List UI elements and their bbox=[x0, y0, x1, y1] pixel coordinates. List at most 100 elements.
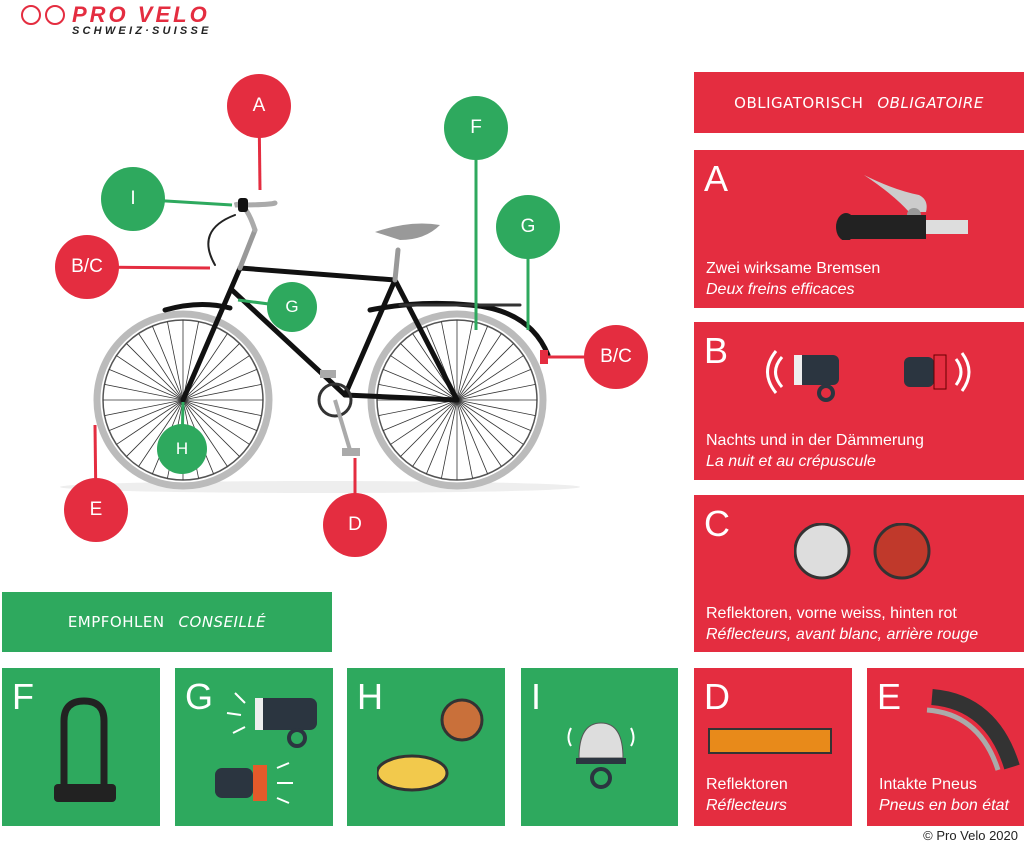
card-letter: E bbox=[877, 676, 902, 717]
card-g-lights: G bbox=[175, 668, 333, 826]
copyright: © Pro Velo 2020 bbox=[923, 828, 1018, 843]
caption-fr: La nuit et au crépuscule bbox=[706, 453, 876, 470]
card-letter: F bbox=[12, 676, 34, 717]
spoke bbox=[456, 399, 514, 457]
card-h-reflectors: H bbox=[347, 668, 505, 826]
spoke bbox=[182, 369, 258, 401]
spoke bbox=[456, 399, 536, 416]
spoke bbox=[104, 399, 184, 416]
marker-e: E bbox=[64, 478, 128, 542]
marker-d: D bbox=[323, 493, 387, 557]
recommended-header: EMPFOHLEN CONSEILLÉ bbox=[2, 592, 332, 652]
marker-f: F bbox=[444, 96, 508, 160]
logo-name: PRO VELO bbox=[72, 2, 210, 27]
spoke bbox=[441, 399, 458, 479]
card-f-lock: F bbox=[2, 668, 160, 826]
spoke bbox=[456, 325, 488, 401]
spoke bbox=[108, 369, 184, 401]
caption-de: Nachts und in der Dämmerung bbox=[706, 432, 924, 449]
caption-de: Zwei wirksame Bremsen bbox=[706, 260, 881, 277]
spoke bbox=[138, 399, 184, 467]
spoke bbox=[456, 321, 473, 401]
mandatory-header-de: OBLIGATORISCH bbox=[734, 93, 864, 112]
spoke bbox=[456, 355, 524, 401]
spoke bbox=[182, 343, 240, 401]
spoke bbox=[456, 333, 502, 401]
card-letter: H bbox=[357, 676, 383, 717]
spoke bbox=[456, 384, 536, 401]
spoke bbox=[167, 321, 184, 401]
logo-sub: SCHWEIZ·SUISSE bbox=[72, 25, 212, 37]
card-i-bell: I bbox=[521, 668, 678, 826]
marker-h: H bbox=[157, 424, 207, 474]
spoke bbox=[182, 399, 228, 467]
pedal-reflector-icon bbox=[708, 728, 832, 754]
caption-de: Intakte Pneus bbox=[879, 776, 977, 793]
marker-bc2: B/C bbox=[584, 325, 648, 389]
bike-lights-icon bbox=[766, 350, 971, 402]
spoke bbox=[126, 343, 184, 401]
marker-a: A bbox=[227, 74, 291, 138]
bell-icon bbox=[567, 722, 635, 789]
spoke bbox=[182, 399, 250, 445]
card-letter: B bbox=[704, 330, 729, 371]
brake-lever-icon bbox=[836, 175, 968, 240]
spoke bbox=[116, 355, 184, 401]
mandatory-header-fr: OBLIGATOIRE bbox=[877, 93, 984, 112]
reflectors-icon bbox=[794, 523, 931, 580]
recommended-header-de: EMPFOHLEN bbox=[67, 613, 165, 631]
spoke bbox=[138, 333, 184, 401]
spoke bbox=[456, 399, 524, 445]
marker-bc1: B/C bbox=[55, 235, 119, 299]
recommended-header-fr: CONSEILLÉ bbox=[178, 613, 267, 631]
caption-de: Reflektoren, vorne weiss, hinten rot bbox=[706, 605, 957, 622]
spoke bbox=[152, 325, 184, 401]
spoke bbox=[182, 399, 240, 457]
card-b-lights: B Nachts und in der Dämmerung La nuit et … bbox=[694, 322, 1024, 480]
spoke bbox=[182, 399, 258, 431]
spoke bbox=[400, 343, 458, 401]
spoke bbox=[412, 399, 458, 467]
spoke bbox=[182, 355, 250, 401]
spoke bbox=[126, 399, 184, 457]
caption-fr: Réflecteurs bbox=[706, 797, 787, 814]
tire-icon bbox=[926, 689, 1020, 771]
card-letter: D bbox=[704, 676, 730, 717]
spoke bbox=[456, 369, 532, 401]
spoke bbox=[441, 321, 458, 401]
card-letter: G bbox=[185, 676, 214, 717]
spoke bbox=[382, 369, 458, 401]
spoke bbox=[182, 321, 199, 401]
caption-de: Reflektoren bbox=[706, 776, 788, 793]
spoke bbox=[456, 343, 514, 401]
caption-fr: Deux freins efficaces bbox=[706, 281, 855, 298]
spoke bbox=[182, 384, 262, 401]
spoke bbox=[378, 399, 458, 416]
u-lock-icon bbox=[54, 697, 116, 802]
card-letter: A bbox=[704, 158, 729, 199]
marker-g1: G bbox=[267, 282, 317, 332]
spoke bbox=[390, 355, 458, 401]
spoke bbox=[108, 399, 184, 431]
card-letter: C bbox=[704, 503, 730, 544]
spoke bbox=[104, 384, 184, 401]
spoke bbox=[426, 399, 458, 475]
spoke bbox=[182, 399, 262, 416]
spoke bbox=[456, 399, 532, 431]
marker-i: I bbox=[101, 167, 165, 231]
spoke bbox=[116, 399, 184, 445]
caption-fr: Réflecteurs, avant blanc, arrière rouge bbox=[706, 626, 979, 643]
spoke bbox=[382, 399, 458, 431]
lights-icon bbox=[215, 692, 317, 804]
spoke bbox=[390, 399, 458, 445]
spoke bbox=[456, 399, 502, 467]
caption-fr: Pneus en bon état bbox=[879, 797, 1009, 814]
logo-rings-icon bbox=[21, 5, 65, 25]
spoke bbox=[400, 399, 458, 457]
card-letter: I bbox=[531, 676, 542, 717]
spoke bbox=[456, 399, 473, 479]
wheel-reflectors-icon bbox=[377, 698, 484, 792]
